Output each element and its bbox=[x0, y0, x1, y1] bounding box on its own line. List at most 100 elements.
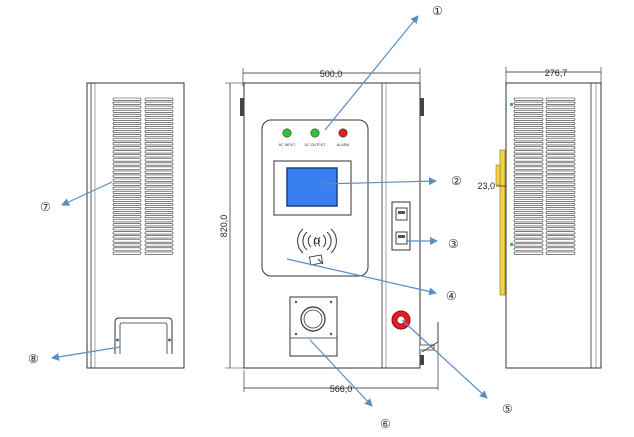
vent-slot bbox=[144, 142, 174, 146]
vent-slot bbox=[112, 162, 142, 166]
vent-slot bbox=[144, 154, 174, 158]
vent-slot bbox=[513, 178, 544, 182]
vent-slot bbox=[545, 158, 576, 162]
vent-slot bbox=[545, 146, 576, 150]
vent-slot bbox=[112, 117, 142, 121]
vent-slot bbox=[513, 146, 544, 150]
vent-slot bbox=[513, 239, 544, 243]
vent-slot bbox=[513, 235, 544, 239]
indicator-light bbox=[338, 128, 348, 138]
vent-slot bbox=[144, 97, 174, 101]
vent-slot bbox=[112, 190, 142, 194]
arrow-5 bbox=[401, 319, 488, 399]
vent-slot bbox=[112, 219, 142, 223]
vent-slot bbox=[144, 150, 174, 154]
indicator-label: DC OUTPUT bbox=[305, 143, 327, 147]
vent-slot bbox=[112, 101, 142, 105]
vent-slot bbox=[112, 247, 142, 251]
vent-slot bbox=[112, 239, 142, 243]
vent-slot bbox=[545, 113, 576, 117]
vent-slot bbox=[545, 138, 576, 142]
vent-slot bbox=[144, 126, 174, 130]
vent-slot bbox=[513, 138, 544, 142]
callout-labels: ① ② ③ ④ ⑤ ⑥ ⑦ ⑧ bbox=[28, 4, 513, 431]
vent-slot bbox=[112, 142, 142, 146]
vent-slot bbox=[144, 178, 174, 182]
vent-slot bbox=[545, 182, 576, 186]
vent-slot bbox=[513, 207, 544, 211]
vent-slot bbox=[545, 150, 576, 154]
vent-slot bbox=[112, 97, 142, 101]
svg-text:((: (( bbox=[313, 235, 322, 248]
right-side-view: 276,7 23,0 bbox=[477, 67, 602, 369]
vent-slot bbox=[513, 150, 544, 154]
vent-slot bbox=[144, 109, 174, 113]
vent-slot bbox=[513, 203, 544, 207]
vent-slot bbox=[513, 190, 544, 194]
vent-slot bbox=[513, 97, 544, 101]
vent-slot bbox=[144, 146, 174, 150]
callout-arrows bbox=[51, 15, 488, 407]
vent-slot bbox=[144, 158, 174, 162]
indicator-light bbox=[310, 128, 320, 138]
vent-slot bbox=[513, 109, 544, 113]
vent-slot bbox=[144, 166, 174, 170]
dimension-side-offset: 23,0 bbox=[477, 181, 506, 191]
vent-slot bbox=[112, 105, 142, 109]
indicator-label: ALARM bbox=[337, 143, 349, 147]
vent-slot bbox=[112, 166, 142, 170]
vent-slot bbox=[112, 170, 142, 174]
callout-8: ⑧ bbox=[28, 352, 39, 366]
vent-slot bbox=[144, 231, 174, 235]
front-view: 500,0 820,0 AC INPUT DC OUTPUT ALARM (( bbox=[219, 68, 439, 394]
vent-slot bbox=[545, 243, 576, 247]
side-depth-label: 276,7 bbox=[545, 68, 568, 78]
vent-slot bbox=[513, 247, 544, 251]
vent-slot bbox=[545, 162, 576, 166]
vent-slot bbox=[545, 170, 576, 174]
callout-7: ⑦ bbox=[40, 200, 51, 214]
indicator-label: AC INPUT bbox=[279, 143, 297, 147]
vent-slot bbox=[545, 109, 576, 113]
vent-slot bbox=[545, 198, 576, 202]
side-offset-label: 23,0 bbox=[477, 181, 495, 191]
vent-slot bbox=[144, 198, 174, 202]
vent-slot bbox=[513, 166, 544, 170]
vent-slot bbox=[112, 211, 142, 215]
vent-slot bbox=[144, 134, 174, 138]
dimension-front-height: 820,0 bbox=[219, 82, 245, 369]
vent-slot bbox=[144, 239, 174, 243]
front-height-label: 820,0 bbox=[219, 215, 229, 238]
vent-slot bbox=[144, 243, 174, 247]
vent-slot bbox=[513, 105, 544, 109]
vent-slot bbox=[112, 235, 142, 239]
vent-slot bbox=[513, 251, 544, 255]
vent-slot bbox=[144, 190, 174, 194]
vent-slot bbox=[513, 154, 544, 158]
front-width-label: 500,0 bbox=[320, 69, 343, 79]
vent-slot bbox=[545, 251, 576, 255]
vent-slot bbox=[513, 162, 544, 166]
callout-3: ③ bbox=[448, 237, 459, 251]
vent-slot bbox=[112, 194, 142, 198]
arrow-8 bbox=[51, 346, 121, 361]
charging-connector-holster bbox=[289, 296, 338, 357]
vent-slot bbox=[545, 211, 576, 215]
vent-slot bbox=[513, 142, 544, 146]
vent-slot bbox=[112, 150, 142, 154]
vent-slot bbox=[112, 158, 142, 162]
callout-6: ⑥ bbox=[380, 417, 391, 431]
vent-slot bbox=[545, 126, 576, 130]
vent-slot bbox=[513, 215, 544, 219]
vent-slot bbox=[144, 182, 174, 186]
vent-slot bbox=[545, 166, 576, 170]
card-swipe-icon bbox=[308, 254, 324, 266]
vent-slot bbox=[112, 231, 142, 235]
vent-slot bbox=[545, 101, 576, 105]
vent-slot bbox=[112, 186, 142, 190]
vent-slot bbox=[545, 215, 576, 219]
vent-slot bbox=[513, 170, 544, 174]
vent-slot bbox=[144, 194, 174, 198]
vent-slot bbox=[112, 174, 142, 178]
vent-slot bbox=[144, 117, 174, 121]
